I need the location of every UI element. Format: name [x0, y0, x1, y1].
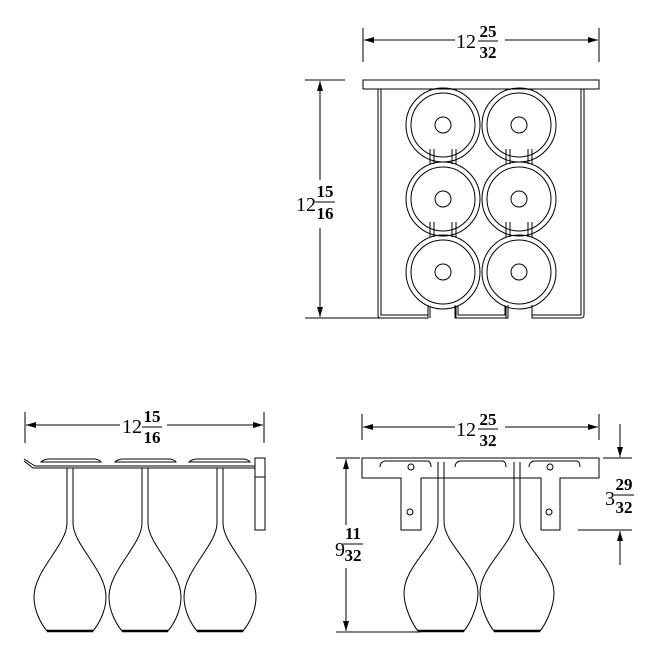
dim-numerator: 15 [144, 407, 161, 426]
glass-foot [410, 166, 476, 232]
glass-stem-section [434, 190, 452, 208]
t-bracket-plate [361, 457, 600, 531]
dim-numerator: 29 [616, 475, 633, 494]
top-depth-dimension: 12 15 16 [296, 79, 380, 319]
frame-rail-right [531, 89, 585, 319]
glass-foot [486, 166, 552, 232]
glass-rings [405, 87, 557, 318]
front-height-dimension: 9 11 32 [335, 457, 420, 633]
dim-whole: 3 [605, 488, 615, 510]
ring-connector [505, 89, 533, 90]
ring-outer [481, 87, 557, 163]
ring-connector [505, 306, 533, 318]
ring-outer [405, 161, 481, 237]
ring-connector [429, 149, 457, 164]
dim-denominator: 32 [480, 431, 497, 450]
side-width-dimension: 12 15 16 [24, 407, 265, 447]
front-width-dimension: 12 25 32 [361, 410, 600, 450]
glass-foot [410, 239, 476, 305]
screw-hole [545, 508, 553, 516]
dim-denominator: 16 [144, 428, 161, 447]
ring-connector [429, 222, 457, 237]
screw-hole [407, 463, 415, 471]
wine-glass [33, 468, 107, 632]
front-glasses [403, 462, 555, 633]
mounting-plate [362, 79, 600, 90]
glass-stem-section [434, 263, 452, 281]
ring-outer [481, 161, 557, 237]
wine-glass [108, 468, 182, 632]
front-bracket-dimension: 3 29 32 [578, 424, 634, 565]
screw-hole [406, 508, 414, 516]
dim-numerator: 15 [317, 182, 334, 201]
glass-stem-section [510, 116, 528, 134]
top-view: 12 25 32 12 15 16 [296, 22, 600, 319]
wine-glass [183, 468, 257, 632]
dim-numerator: 25 [480, 410, 497, 429]
dim-whole: 12 [456, 419, 476, 441]
dim-numerator: 25 [480, 22, 497, 41]
dim-whole: 12 [122, 416, 142, 438]
frame-rail-left [377, 89, 429, 319]
glass-feet-top [39, 458, 251, 463]
glass-stem-section [510, 263, 528, 281]
ring-connector [429, 89, 457, 90]
dim-whole: 12 [296, 194, 316, 216]
ring-connector [505, 222, 533, 237]
frame-rail-middle [454, 305, 509, 319]
glass-foot [486, 239, 552, 305]
side-glasses [33, 468, 257, 633]
top-width-dimension: 12 25 32 [362, 22, 600, 62]
ring-outer [481, 234, 557, 310]
ring-outer [405, 234, 481, 310]
glass-stem-section [434, 116, 452, 134]
ring-connector [505, 149, 533, 164]
side-view: 12 15 16 [23, 407, 266, 633]
front-view: 12 25 32 9 11 32 3 29 32 [335, 410, 634, 633]
dim-numerator: 11 [345, 524, 361, 543]
ring-connector [429, 306, 457, 318]
dim-whole: 9 [335, 539, 345, 561]
dim-denominator: 32 [616, 498, 633, 517]
glass-stem-section [510, 190, 528, 208]
glass-foot [486, 92, 552, 158]
ring-outer [405, 87, 481, 163]
glass-hooks [379, 460, 581, 468]
wall-bracket [254, 457, 266, 531]
dim-denominator: 32 [345, 546, 362, 565]
rack-rail [23, 458, 255, 469]
screw-hole [546, 463, 554, 471]
screw-holes [406, 463, 554, 516]
dim-denominator: 16 [317, 204, 334, 223]
dim-whole: 12 [456, 31, 476, 53]
glass-foot [410, 92, 476, 158]
dim-denominator: 32 [480, 43, 497, 62]
